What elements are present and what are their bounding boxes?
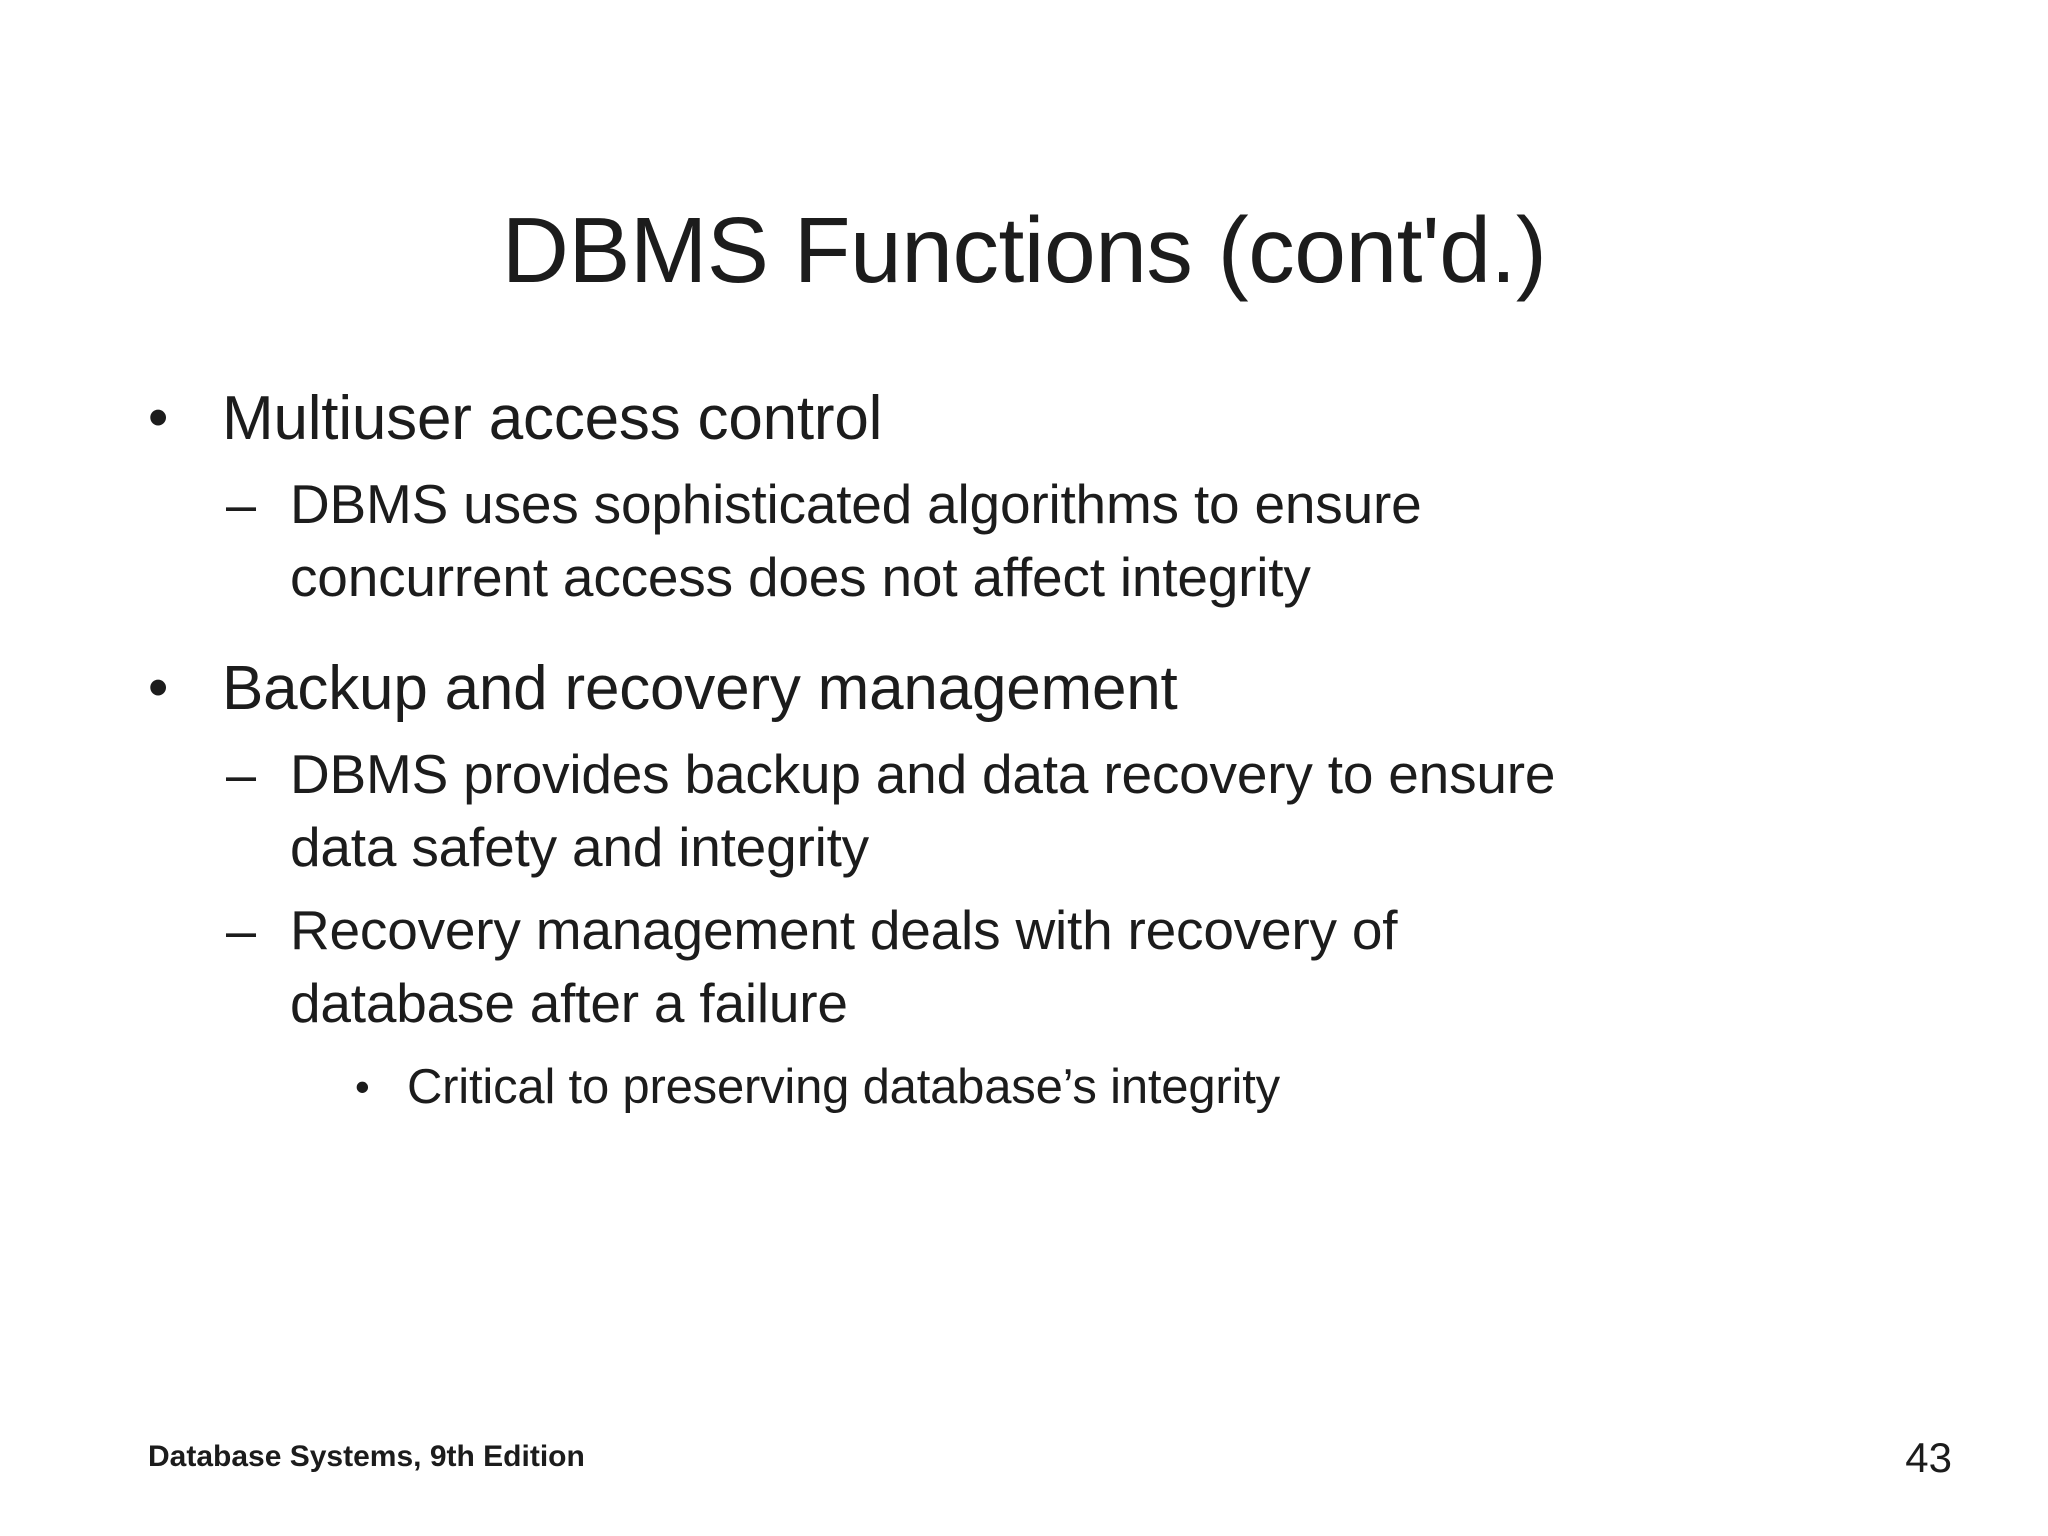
bullet-marker-dash-icon: – <box>226 475 257 535</box>
slide-footer: Database Systems, 9th Edition 43 <box>0 1434 2048 1484</box>
bullet-text: DBMS provides backup and data recovery t… <box>290 743 1556 878</box>
bullet-item-level2: – DBMS uses sophisticated algorithms to … <box>130 468 1930 614</box>
bullet-text: Backup and recovery management <box>222 654 1178 723</box>
bullet-marker-dot-icon: • <box>355 1063 370 1110</box>
bullet-marker-dot-icon: • <box>148 655 169 720</box>
bullet-text: Multiuser access control <box>222 384 883 453</box>
bullet-item-level2: – DBMS provides backup and data recovery… <box>130 738 1930 884</box>
bullet-marker-dot-icon: • <box>148 385 169 450</box>
bullet-text: Recovery management deals with recovery … <box>290 899 1398 1034</box>
bullet-marker-dash-icon: – <box>226 745 257 805</box>
slide-body: • Multiuser access control – DBMS uses s… <box>130 380 1930 1120</box>
slide-title: DBMS Functions (cont'd.) <box>501 198 1547 303</box>
bullet-item-level2: – Recovery management deals with recover… <box>130 894 1930 1040</box>
bullet-item-level1: • Backup and recovery management <box>130 650 1930 728</box>
bullet-text: DBMS uses sophisticated algorithms to en… <box>290 473 1422 608</box>
bullet-group-spacer <box>130 624 1930 650</box>
footer-source-text: Database Systems, 9th Edition <box>148 1440 585 1473</box>
bullet-text: Critical to preserving database’s integr… <box>407 1060 1280 1114</box>
bullet-marker-dash-icon: – <box>226 901 257 961</box>
bullet-item-level1: • Multiuser access control <box>130 380 1930 458</box>
bullet-item-level3: • Critical to preserving database’s inte… <box>130 1054 1930 1120</box>
slide-page-number: 43 <box>1905 1434 1952 1481</box>
